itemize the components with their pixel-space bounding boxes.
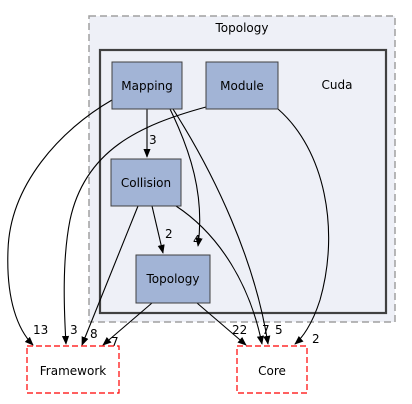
edge-label-collision-topology: 2 — [165, 227, 173, 241]
node-framework[interactable]: Framework — [26, 345, 120, 394]
node-collision-box[interactable] — [110, 158, 182, 207]
node-core-box[interactable] — [236, 345, 308, 394]
edge-labels: 3 4 13 7 3 2 2 8 5 7 22 — [33, 133, 320, 349]
edge-topology-framework — [102, 302, 153, 346]
edge-label-collision-core: 5 — [275, 323, 283, 337]
edges — [7, 99, 330, 346]
edge-label-mapping-collision: 3 — [149, 133, 157, 147]
node-framework-box[interactable] — [26, 345, 120, 394]
edge-collision-framework — [81, 205, 139, 346]
outer-cluster-label: Topology — [215, 21, 269, 35]
edge-collision-core — [175, 205, 264, 345]
node-topology[interactable]: Topology — [135, 254, 211, 304]
node-core[interactable]: Core — [236, 345, 308, 394]
node-module[interactable]: Module — [205, 61, 279, 110]
edge-module-framework — [61, 106, 207, 345]
edge-collision-topology — [151, 205, 165, 254]
edge-mapping-topology — [169, 108, 203, 247]
edge-mapping-core — [172, 108, 271, 345]
node-framework-label: Framework — [40, 364, 106, 378]
node-mapping-box[interactable] — [111, 61, 183, 110]
edge-topology-core — [196, 302, 247, 346]
node-collision[interactable]: Collision — [110, 158, 182, 207]
node-collision-label: Collision — [121, 176, 171, 190]
node-topology-box[interactable] — [135, 254, 211, 304]
edge-label-mapping-topology: 4 — [193, 233, 201, 247]
edge-label-module-framework: 3 — [70, 323, 78, 337]
edge-label-mapping-framework: 13 — [33, 323, 48, 337]
edge-label-mapping-core: 7 — [262, 323, 270, 337]
inner-cluster-label: Cuda — [322, 78, 353, 92]
edge-label-topology-core: 22 — [232, 323, 247, 337]
edge-module-core — [277, 108, 330, 345]
node-mapping[interactable]: Mapping — [111, 61, 183, 110]
edge-label-module-core: 2 — [312, 332, 320, 346]
edge-mapping-framework — [7, 99, 113, 346]
node-module-label: Module — [220, 79, 264, 93]
node-mapping-label: Mapping — [121, 79, 173, 93]
edge-label-topology-framework: 7 — [111, 335, 119, 349]
edge-label-collision-framework: 8 — [90, 327, 98, 341]
node-module-box[interactable] — [205, 61, 279, 110]
node-core-label: Core — [258, 364, 286, 378]
node-topology-label: Topology — [146, 272, 200, 286]
